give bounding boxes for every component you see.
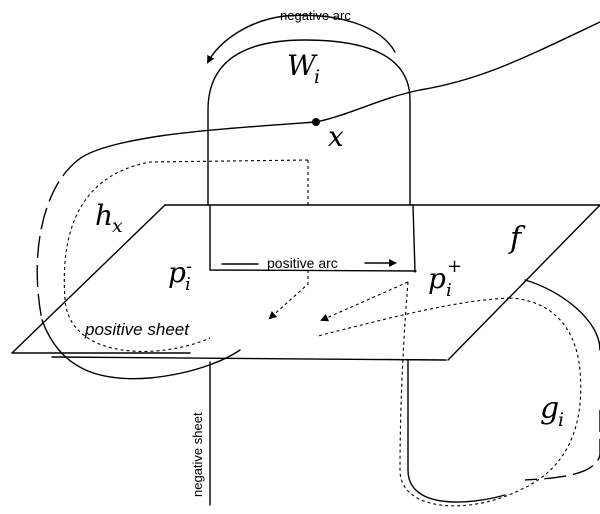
arch-w-i <box>207 39 417 273</box>
label-h: h <box>95 199 113 232</box>
negative-arc-label: negative arc <box>280 8 351 23</box>
label-g: g <box>540 391 559 426</box>
label-p-plus-sup: + <box>447 256 462 277</box>
label-g-sub: i <box>558 409 564 431</box>
negative-arc-arrow <box>207 14 396 64</box>
label-w: W <box>287 49 318 82</box>
negative-sheet-label: negative sheet <box>190 412 205 497</box>
point-x <box>312 118 320 126</box>
plane-f <box>11 204 600 361</box>
label-f: f <box>508 221 526 256</box>
label-h-sub: x <box>112 215 123 237</box>
positive-arc-label: positive arc <box>267 255 338 271</box>
label-p-minus: p <box>168 256 186 289</box>
label-p-plus: p <box>428 262 446 295</box>
positive-sheet-label: positive sheet <box>84 320 190 339</box>
curve-x <box>36 21 600 380</box>
label-p-minus-sub: i <box>185 274 191 295</box>
loop-h-x <box>63 159 309 352</box>
label-p-minus-sup: - <box>186 256 192 277</box>
label-x: x <box>328 120 344 153</box>
label-p-plus-sub: i <box>446 280 452 301</box>
label-w-sub: i <box>314 66 320 88</box>
